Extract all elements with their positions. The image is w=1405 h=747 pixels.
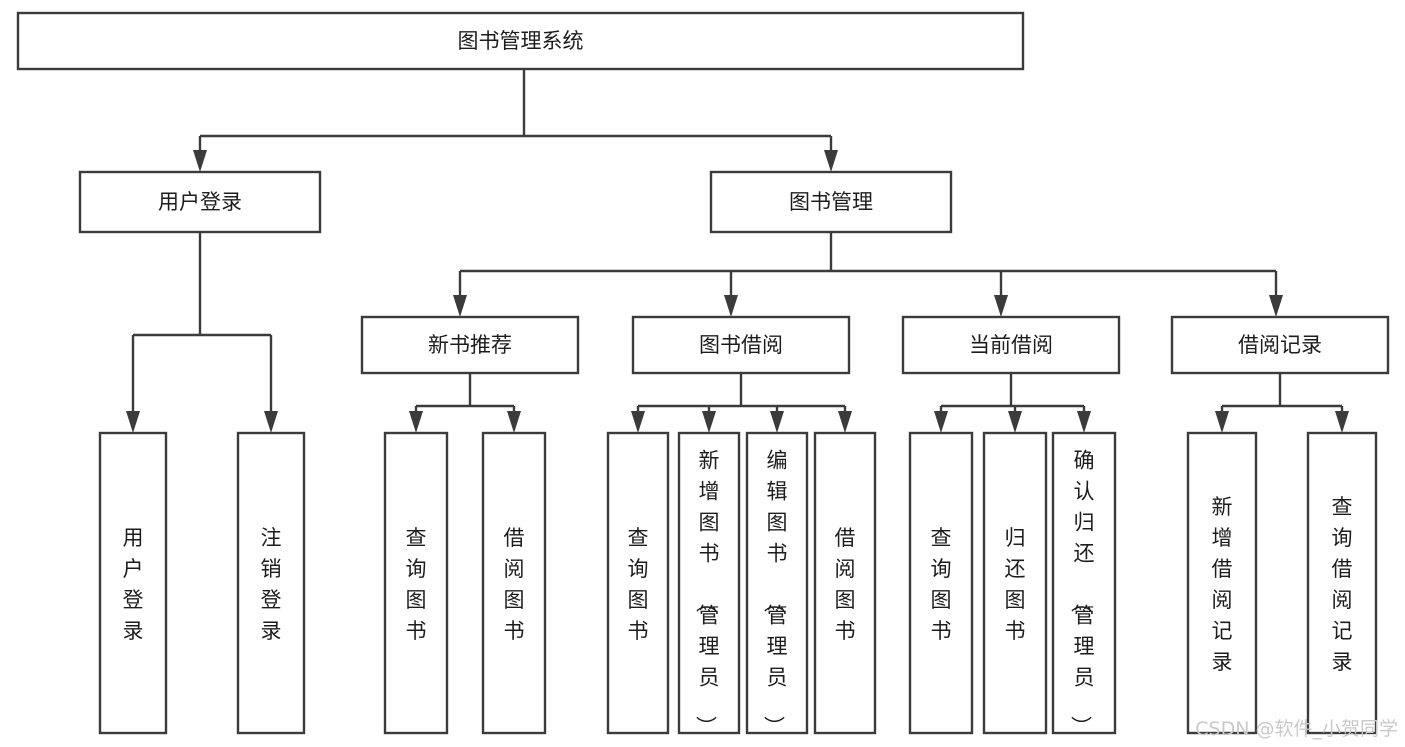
node-box bbox=[16, 11, 1025, 71]
node-label: 图书借阅 bbox=[699, 333, 783, 357]
connector-edge-userlogin-to-leaves bbox=[126, 232, 278, 433]
arrow-head-icon bbox=[409, 411, 423, 433]
node-label: 借阅图书 bbox=[504, 526, 525, 643]
node-leaf-query-record[interactable]: 查询借阅记录 bbox=[1306, 431, 1378, 735]
arrow-head-icon bbox=[934, 411, 948, 433]
node-new-book-rec[interactable]: 新书推荐 bbox=[360, 315, 580, 375]
node-label: 当前借阅 bbox=[969, 333, 1053, 357]
node-box bbox=[98, 431, 168, 735]
node-label: 新增图书（管理员） bbox=[694, 449, 720, 737]
node-leaf-return-book[interactable]: 归还图书 bbox=[982, 431, 1048, 735]
connector-edge-bookborrow-to-leaves bbox=[631, 373, 852, 433]
node-label: 查询图书 bbox=[931, 526, 952, 643]
arrow-head-icon bbox=[126, 411, 140, 433]
node-leaf-logout[interactable]: 注销登录 bbox=[236, 431, 306, 735]
node-box bbox=[1306, 431, 1378, 735]
node-label: 编辑图书（管理员） bbox=[762, 449, 788, 737]
node-label: 新增借阅记录 bbox=[1212, 495, 1233, 674]
node-leaf-query-book-3[interactable]: 查询图书 bbox=[908, 431, 974, 735]
node-label: 图书管理系统 bbox=[458, 29, 584, 53]
arrow-head-icon bbox=[264, 411, 278, 433]
connector-edge-bookmanage-to-level2 bbox=[453, 232, 1283, 317]
node-label: 归还图书 bbox=[1005, 526, 1026, 643]
arrow-head-icon bbox=[631, 411, 645, 433]
node-box bbox=[1170, 315, 1390, 375]
watermark-label: CSDN @软件_小贺同学 bbox=[1195, 718, 1398, 740]
edges-layer bbox=[126, 69, 1349, 433]
connector-edge-currentborrow-to-leaves bbox=[934, 373, 1091, 433]
node-label: 查询借阅记录 bbox=[1332, 495, 1353, 674]
node-label: 用户登录 bbox=[158, 190, 242, 214]
node-box bbox=[982, 431, 1048, 735]
arrow-head-icon bbox=[770, 411, 784, 433]
arrow-head-icon bbox=[724, 295, 738, 317]
node-box bbox=[813, 431, 877, 735]
arrow-head-icon bbox=[1077, 411, 1091, 433]
node-box bbox=[908, 431, 974, 735]
node-box bbox=[236, 431, 306, 735]
node-leaf-borrow-book-2[interactable]: 借阅图书 bbox=[813, 431, 877, 735]
node-box bbox=[383, 431, 449, 735]
node-leaf-query-book-1[interactable]: 查询图书 bbox=[383, 431, 449, 735]
node-box bbox=[360, 315, 580, 375]
arrow-head-icon bbox=[1215, 411, 1229, 433]
node-box bbox=[677, 431, 741, 735]
node-label: 确认归还（管理员） bbox=[1069, 449, 1095, 737]
node-leaf-confirm-return[interactable]: 确认归还（管理员） bbox=[1051, 431, 1117, 737]
arrow-head-icon bbox=[507, 411, 521, 433]
node-label: 用户登录 bbox=[123, 526, 144, 643]
node-label: 注销登录 bbox=[261, 526, 282, 643]
arrow-head-icon bbox=[453, 295, 467, 317]
node-leaf-user-login[interactable]: 用户登录 bbox=[98, 431, 168, 735]
arrow-head-icon bbox=[838, 411, 852, 433]
node-leaf-borrow-book-1[interactable]: 借阅图书 bbox=[481, 431, 547, 735]
node-label: 借阅图书 bbox=[835, 526, 856, 643]
node-leaf-add-record[interactable]: 新增借阅记录 bbox=[1186, 431, 1258, 735]
node-leaf-edit-book[interactable]: 编辑图书（管理员） bbox=[745, 431, 809, 737]
node-label: 图书管理 bbox=[789, 190, 873, 214]
connector-edge-borrowrecord-to-leaves bbox=[1215, 373, 1349, 433]
arrow-head-icon bbox=[702, 411, 716, 433]
node-box bbox=[78, 170, 322, 234]
arrow-head-icon bbox=[193, 150, 207, 172]
node-leaf-query-book-2[interactable]: 查询图书 bbox=[606, 431, 670, 735]
connector-edge-root-to-level1 bbox=[193, 69, 838, 172]
arrow-head-icon bbox=[1008, 411, 1022, 433]
node-box bbox=[606, 431, 670, 735]
node-book-manage[interactable]: 图书管理 bbox=[709, 170, 953, 234]
node-box bbox=[709, 170, 953, 234]
node-box bbox=[631, 315, 851, 375]
node-box bbox=[901, 315, 1121, 375]
node-current-borrow[interactable]: 当前借阅 bbox=[901, 315, 1121, 375]
node-box bbox=[1051, 431, 1117, 735]
node-box bbox=[1186, 431, 1258, 735]
arrow-head-icon bbox=[994, 295, 1008, 317]
arrow-head-icon bbox=[1335, 411, 1349, 433]
node-user-login[interactable]: 用户登录 bbox=[78, 170, 322, 234]
node-book-borrow[interactable]: 图书借阅 bbox=[631, 315, 851, 375]
node-label: 查询图书 bbox=[628, 526, 649, 643]
arrow-head-icon bbox=[824, 150, 838, 172]
node-borrow-record[interactable]: 借阅记录 bbox=[1170, 315, 1390, 375]
node-label: 新书推荐 bbox=[428, 333, 512, 357]
arrow-head-icon bbox=[1269, 295, 1283, 317]
node-label: 借阅记录 bbox=[1238, 333, 1322, 357]
node-leaf-add-book[interactable]: 新增图书（管理员） bbox=[677, 431, 741, 737]
node-box bbox=[745, 431, 809, 735]
node-label: 查询图书 bbox=[406, 526, 427, 643]
nodes-layer: 图书管理系统用户登录图书管理新书推荐图书借阅当前借阅借阅记录用户登录注销登录查询… bbox=[16, 11, 1390, 737]
node-box bbox=[481, 431, 547, 735]
connector-edge-newbookrec-to-leaves bbox=[409, 373, 521, 433]
node-root[interactable]: 图书管理系统 bbox=[16, 11, 1025, 71]
